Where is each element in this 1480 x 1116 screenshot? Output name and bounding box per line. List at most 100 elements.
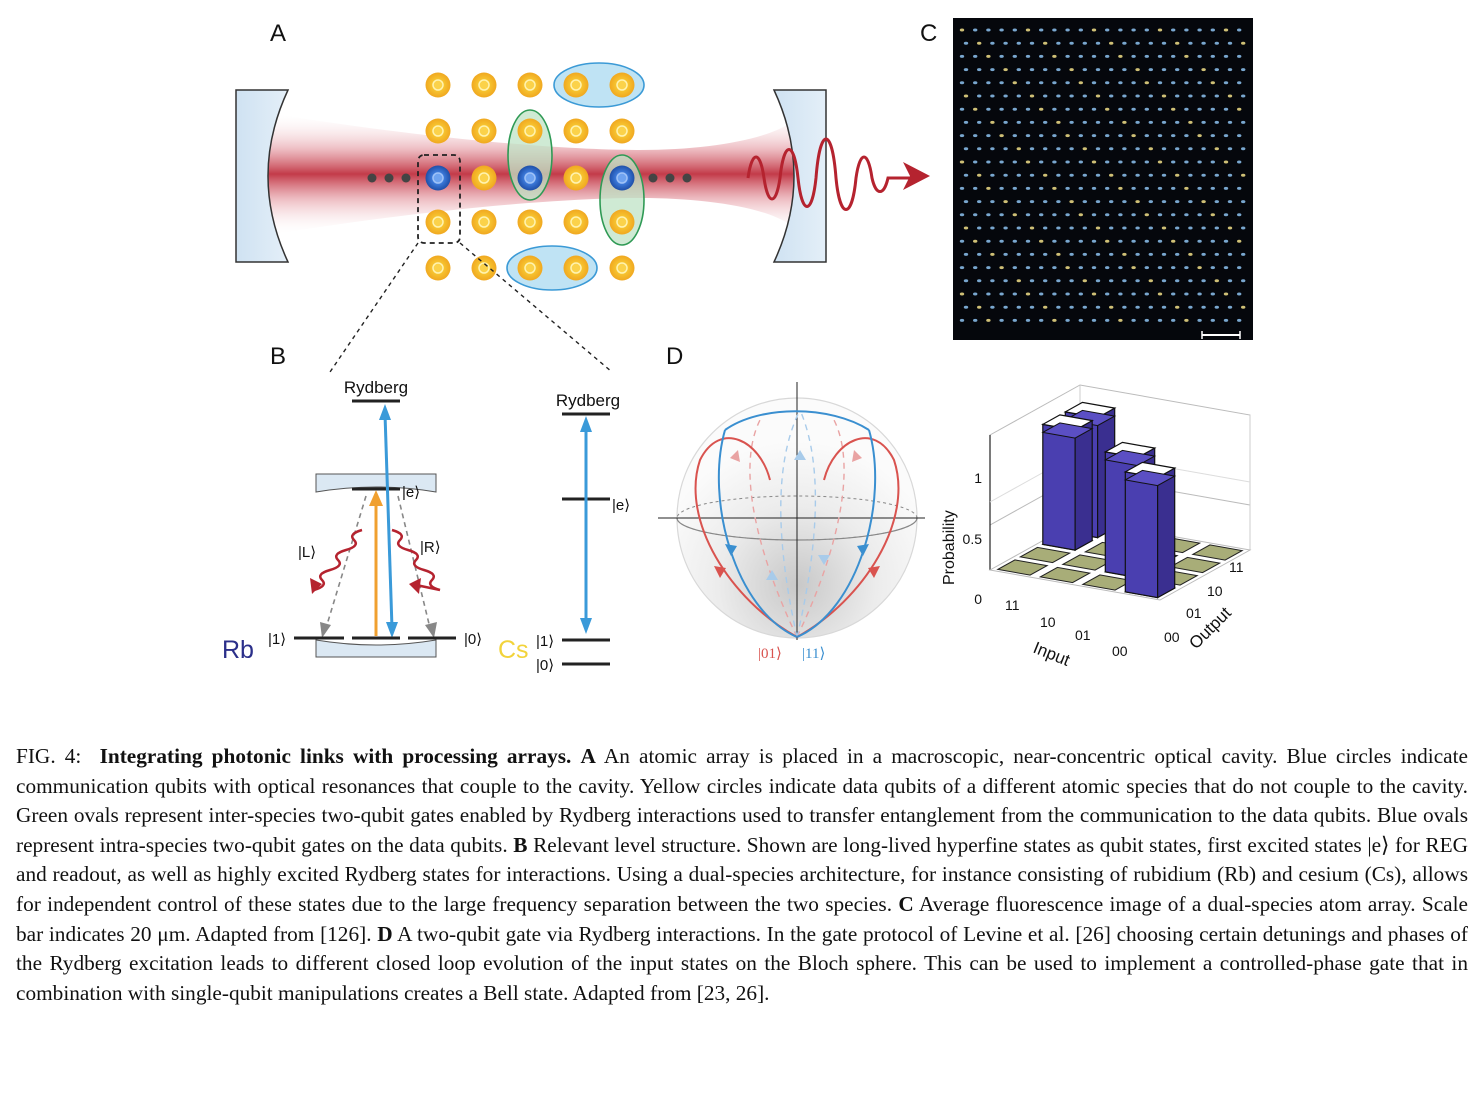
fluorescence-dot	[1201, 173, 1206, 177]
fluorescence-dot	[963, 41, 969, 45]
fluorescence-dot	[1237, 28, 1242, 32]
fluorescence-dot	[1052, 266, 1057, 270]
fluorescence-dot	[1223, 107, 1229, 111]
fluorescence-dot	[1056, 279, 1061, 283]
z-tick-0.5: 0.5	[963, 531, 983, 547]
fluorescence-dot	[1171, 28, 1176, 32]
fluorescence-dot	[1144, 28, 1150, 32]
panel-d-bloch-sphere: |01⟩ |11⟩	[658, 382, 925, 662]
fluorescence-dot	[986, 213, 991, 217]
fluorescence-dot	[1122, 173, 1127, 177]
fluorescence-dot	[1148, 173, 1154, 177]
fluorescence-dot	[1069, 94, 1074, 98]
fluorescence-dot	[1201, 226, 1206, 230]
fluorescence-dot	[1135, 68, 1140, 72]
fluorescence-dot	[1109, 252, 1114, 256]
fluorescence-dot	[1161, 41, 1167, 45]
fluorescence-dot	[1078, 160, 1084, 164]
fluorescence-dot	[1091, 134, 1097, 138]
fluorescence-dot	[1109, 41, 1114, 45]
fluorescence-dot	[1003, 120, 1008, 124]
fluorescence-dot	[1029, 173, 1035, 177]
caption-d-letter: D	[377, 921, 393, 946]
fluorescence-dot	[1056, 226, 1061, 230]
fluorescence-dot	[1214, 94, 1220, 98]
fluorescence-dot	[1157, 266, 1163, 270]
fluorescence-dot	[1069, 252, 1074, 256]
fluorescence-dot	[1223, 81, 1229, 85]
fluorescence-dot	[1105, 239, 1110, 243]
atom-core	[524, 125, 536, 137]
fluorescence-dot	[1157, 318, 1163, 322]
right-polarized-photon	[391, 528, 441, 592]
fluorescence-dot	[1025, 318, 1031, 322]
fluorescence-dot	[1210, 318, 1216, 322]
atom-core	[478, 172, 490, 184]
fluorescence-dot	[999, 239, 1004, 243]
fluorescence-dot	[973, 107, 978, 111]
fluorescence-dot	[963, 226, 969, 230]
fluorescence-dot	[1171, 213, 1176, 217]
fluorescence-dot	[1016, 120, 1021, 124]
fluorescence-dot	[1078, 54, 1084, 58]
fluorescence-dot	[959, 134, 965, 138]
fluorescence-dot	[1095, 252, 1101, 256]
fluorescence-dot	[1157, 28, 1163, 32]
fluorescence-dot	[1095, 68, 1101, 72]
fluorescence-dot	[1052, 292, 1057, 296]
fluorescence-dot	[1025, 160, 1031, 164]
fluorescence-dot	[1122, 120, 1127, 124]
fluorescence-dot	[1201, 94, 1206, 98]
fluorescence-dot	[973, 134, 978, 138]
fluorescence-dot	[1043, 279, 1048, 283]
fluorescence-dot	[1105, 213, 1110, 217]
fluorescence-dot	[1188, 173, 1193, 177]
fluorescence-dot	[1052, 239, 1057, 243]
fluorescence-dot	[1227, 252, 1233, 256]
fluorescence-dot	[959, 28, 965, 32]
fluorescence-dot	[1052, 186, 1057, 190]
fluorescence-dot	[1095, 305, 1101, 309]
fluorescence-dot	[1039, 160, 1044, 164]
fluorescence-dot	[1029, 226, 1035, 230]
fluorescence-dot	[1025, 107, 1031, 111]
input-tick-11: 11	[1005, 597, 1020, 613]
fluorescence-dot	[1227, 120, 1233, 124]
fluorescence-dot	[1201, 279, 1206, 283]
fluorescence-dot	[1052, 134, 1057, 138]
fluorescence-dot	[1043, 173, 1048, 177]
fluorescence-dot	[1227, 226, 1233, 230]
selection-box	[417, 154, 461, 244]
fluorescence-dot	[963, 94, 969, 98]
fluorescence-dot	[1184, 107, 1189, 111]
fluorescence-dot	[977, 279, 982, 283]
fluorescence-dot	[1214, 226, 1220, 230]
fluorescence-dot	[1118, 213, 1123, 217]
fluorescence-dot	[1012, 28, 1017, 32]
fluorescence-dot	[1135, 173, 1140, 177]
fluorescence-dot	[1118, 54, 1123, 58]
atom-core	[616, 125, 628, 137]
fluorescence-dot	[1122, 200, 1127, 204]
fluorescence-dot	[1171, 54, 1176, 58]
fluorescence-dot	[1210, 134, 1216, 138]
fluorescence-dot	[1105, 134, 1110, 138]
fluorescence-dot	[1161, 173, 1167, 177]
caption-c-letter: C	[898, 891, 914, 916]
fluorescence-dot	[1012, 160, 1017, 164]
probability-bar-face	[1156, 467, 1176, 599]
fluorescence-dot	[1039, 107, 1044, 111]
fluorescence-dot	[1025, 266, 1031, 270]
figure-caption: FIG. 4: Integrating photonic links with …	[16, 742, 1468, 1008]
fluorescence-dot	[1043, 94, 1048, 98]
fluorescence-dot	[1148, 226, 1154, 230]
fluorescence-dot	[986, 266, 991, 270]
fluorescence-dot	[1078, 81, 1084, 85]
fluorescence-dot	[1109, 200, 1114, 204]
fluorescence-dot	[1065, 213, 1070, 217]
probability-axis-label: Probability	[941, 510, 958, 585]
fluorescence-dot	[1227, 94, 1233, 98]
fluorescence-dot	[977, 147, 982, 151]
fluorescence-dot	[977, 41, 982, 45]
fluorescence-dot	[1082, 200, 1088, 204]
